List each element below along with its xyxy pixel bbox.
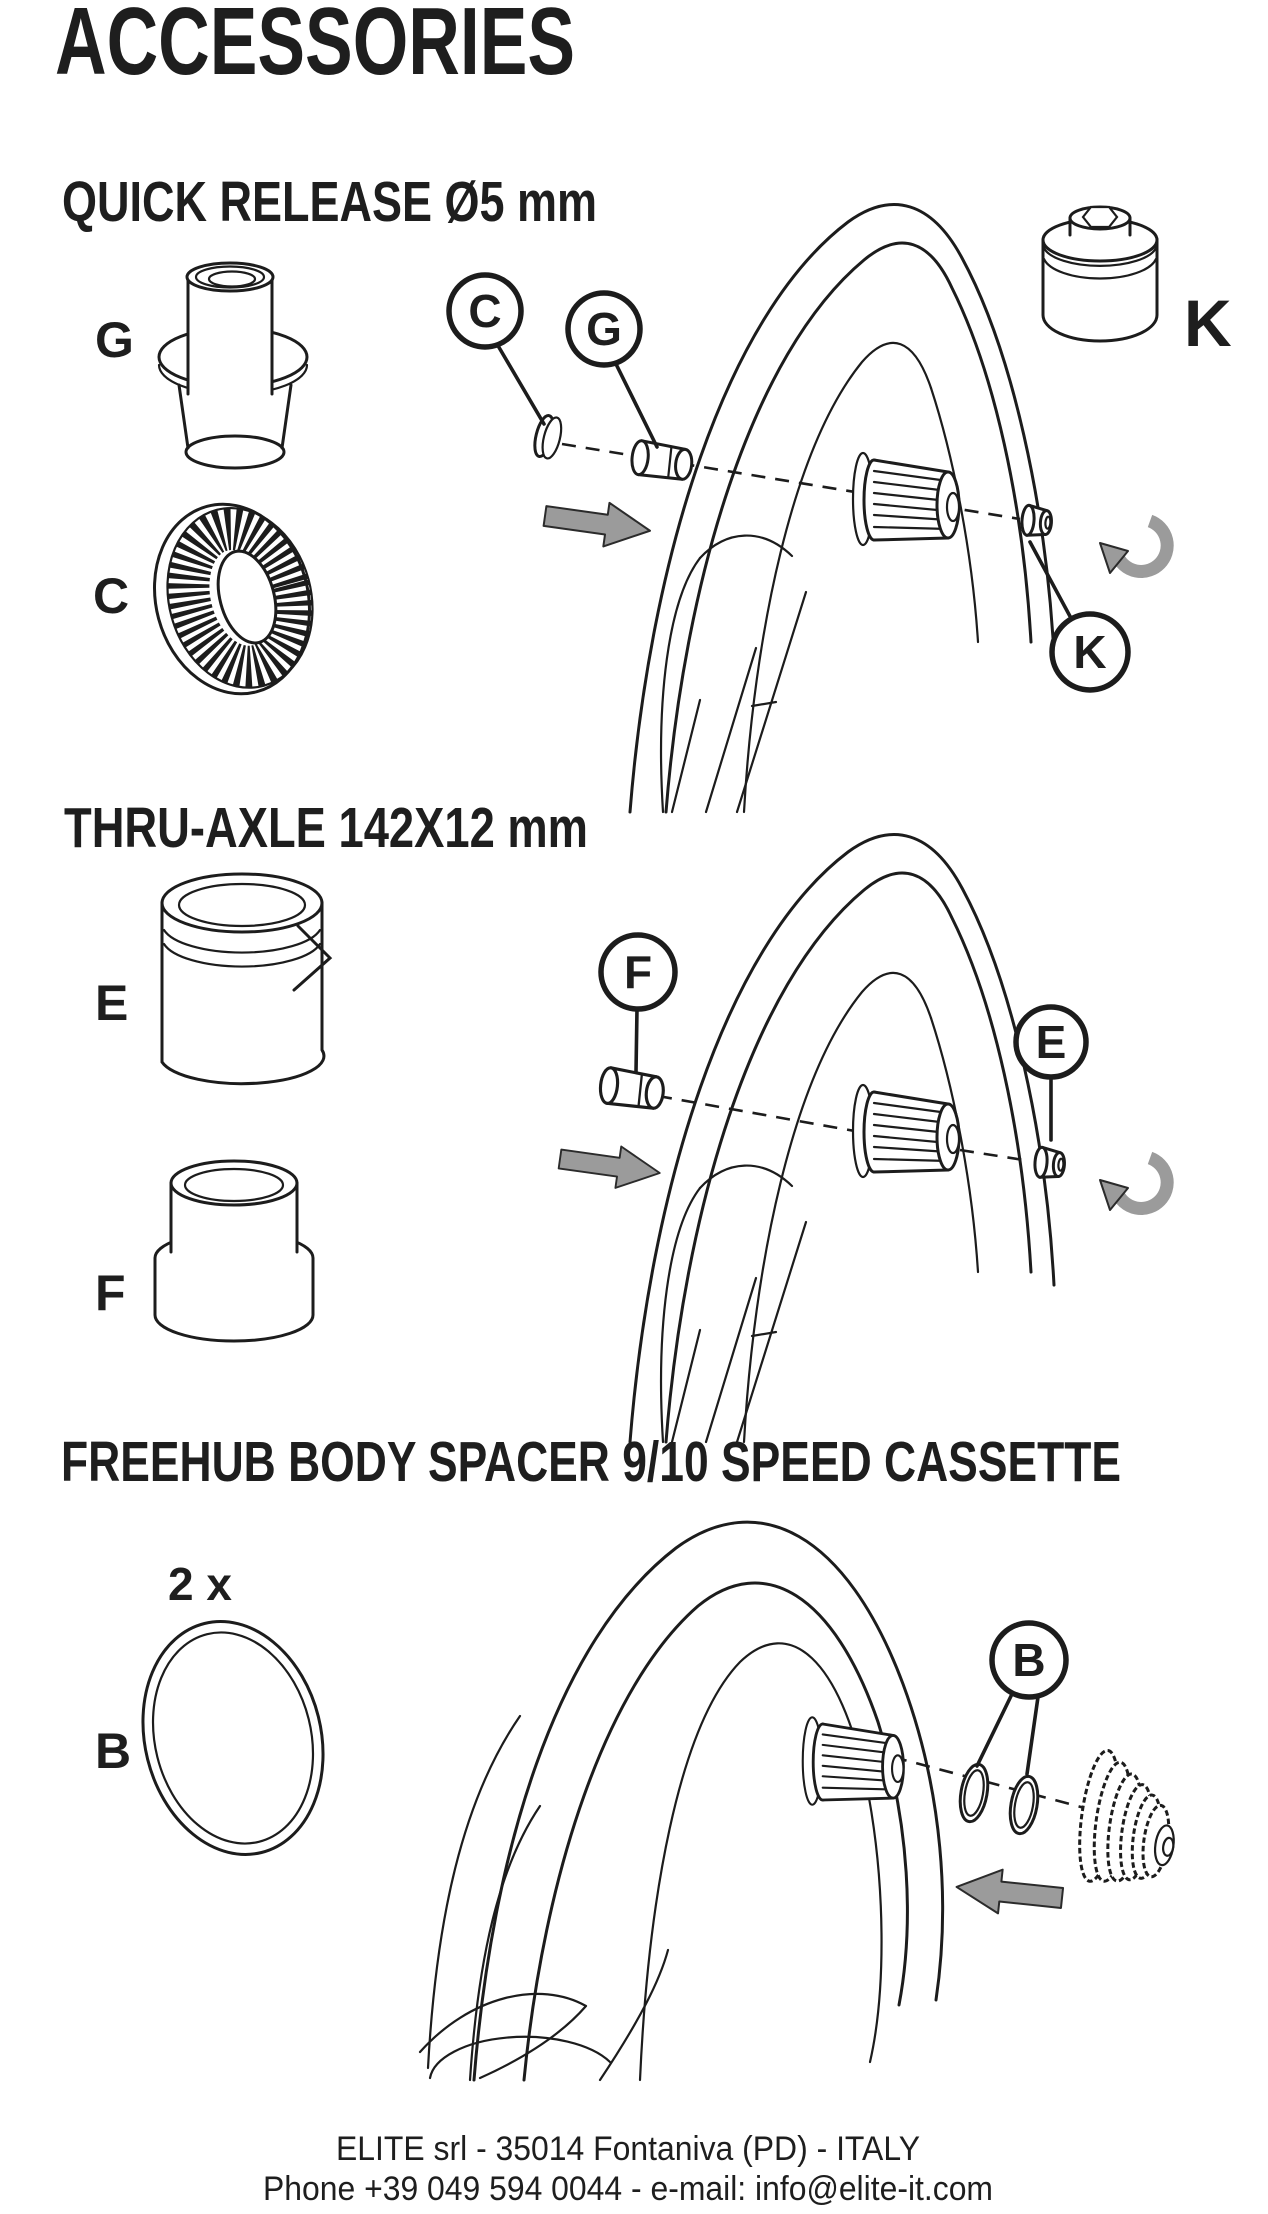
callout-b-leader-line	[975, 1692, 1040, 1776]
part-b-label: B	[95, 1723, 131, 1779]
spacer-ring-part	[1004, 1772, 1044, 1838]
axle-alignment-dashed-line	[657, 1094, 1031, 1163]
part-e-label: E	[95, 975, 128, 1031]
trainer-wheel-drawing	[628, 203, 1056, 814]
footer-address: ELITE srl - 35014 Fontaniva (PD) - ITALY	[336, 2130, 920, 2168]
freehub-body-drawing	[851, 1083, 961, 1179]
cassette-drawing	[1078, 1748, 1175, 1883]
part-b-drawing	[141, 1620, 325, 1856]
insert-direction-arrow-icon	[556, 1137, 664, 1195]
thru-axle-adapter-part	[597, 1065, 667, 1111]
callout-k-letter: K	[1073, 626, 1106, 678]
freehub-body-drawing	[851, 451, 961, 547]
callout-circle-b: B	[989, 1620, 1069, 1700]
callout-c-leader-line	[495, 342, 546, 426]
part-e-drawing	[160, 872, 333, 1086]
rotate-tighten-arrow-icon	[1100, 521, 1167, 573]
quick-release-nut-part	[1019, 503, 1055, 539]
part-k-label: K	[1184, 286, 1232, 360]
part-f-label: F	[95, 1265, 126, 1321]
section-heading-freehub-spacer: FREEHUB BODY SPACER 9/10 SPEED CASSETTE	[61, 1430, 1121, 1494]
rotate-tighten-arrow-icon	[1100, 1158, 1167, 1210]
insert-direction-arrow-icon	[953, 1864, 1066, 1921]
callout-e-letter: E	[1036, 1016, 1067, 1068]
quick-release-adapter-part	[628, 438, 696, 482]
callout-f-leader-line	[634, 1007, 639, 1074]
callout-circle-g: G	[565, 290, 643, 368]
trainer-wheel-drawing	[418, 1520, 945, 2082]
part-c-drawing	[152, 502, 314, 696]
section-heading-thru-axle: THRU-AXLE 142X12 mm	[64, 796, 588, 860]
insert-direction-arrow-icon	[540, 493, 655, 554]
part-g-drawing	[157, 261, 309, 470]
callout-c-letter: C	[468, 285, 501, 337]
footer-contact: Phone +39 049 594 0044 - e-mail: info@el…	[263, 2170, 993, 2208]
callout-b-letter: B	[1012, 1634, 1045, 1686]
callout-k-leader-line	[1028, 540, 1074, 622]
callout-g-letter: G	[586, 303, 622, 355]
quick-release-disc-part	[529, 412, 567, 462]
callout-f-letter: F	[624, 946, 652, 998]
section-freehub-spacer: FREEHUB BODY SPACER 9/10 SPEED CASSETTE …	[61, 1430, 1175, 2082]
thru-axle-nut-part	[1032, 1145, 1068, 1181]
callout-circle-k: K	[1049, 611, 1131, 693]
part-f-drawing	[153, 1159, 315, 1343]
callout-circle-f: F	[598, 932, 678, 1012]
freehub-body-drawing	[801, 1715, 905, 1807]
spacer-ring-part	[954, 1760, 994, 1826]
section-heading-quick-release: QUICK RELEASE Ø5 mm	[62, 170, 597, 234]
part-g-label: G	[95, 312, 134, 368]
part-k-drawing	[1041, 205, 1159, 343]
spacer-quantity-label: 2 x	[168, 1558, 232, 1610]
section-thru-axle: THRU-AXLE 142X12 mm E F	[64, 796, 1167, 1444]
callout-circle-e: E	[1013, 1004, 1089, 1080]
part-c-label: C	[93, 568, 129, 624]
trainer-wheel-drawing	[628, 833, 1056, 1444]
section-quick-release: QUICK RELEASE Ø5 mm G C	[62, 170, 1232, 814]
callout-g-leader-line	[613, 360, 659, 449]
callout-circle-c: C	[446, 272, 524, 350]
page-title: ACCESSORIES	[55, 0, 575, 95]
